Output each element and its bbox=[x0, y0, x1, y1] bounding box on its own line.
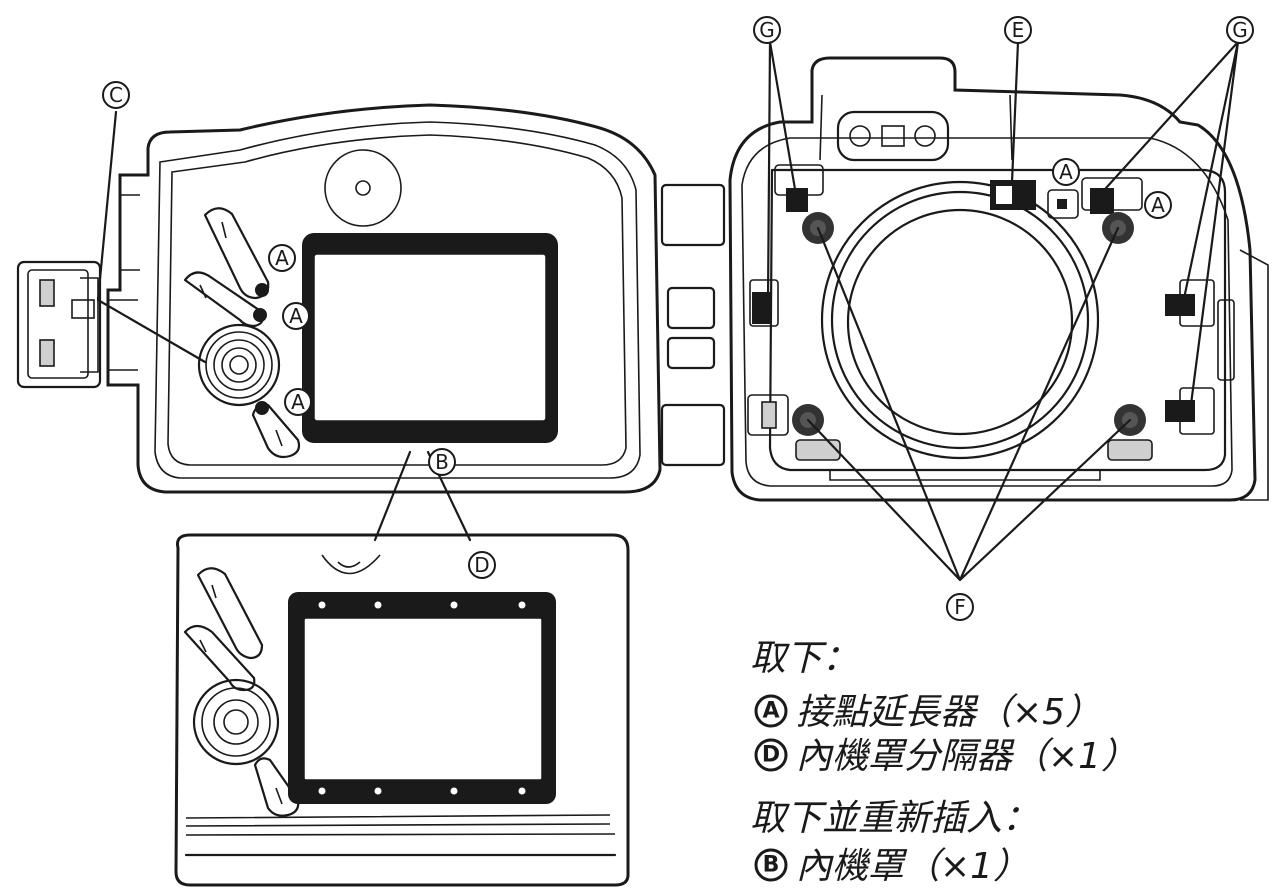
caption-reinsert-heading: 取下並重新插入： bbox=[750, 798, 1038, 839]
svg-text:A: A bbox=[762, 699, 779, 724]
svg-text:G: G bbox=[1232, 18, 1248, 42]
label-a-2: A bbox=[282, 302, 310, 330]
svg-text:A: A bbox=[1151, 193, 1165, 217]
label-d: D bbox=[468, 551, 496, 579]
latch bbox=[16, 260, 102, 389]
label-a-3: A bbox=[284, 388, 312, 416]
caption-item-d: D 內機罩分隔器（×1） bbox=[754, 736, 1137, 777]
label-c: C bbox=[102, 81, 130, 109]
svg-text:B: B bbox=[763, 853, 780, 878]
svg-text:D: D bbox=[474, 553, 489, 577]
svg-text:G: G bbox=[759, 18, 775, 42]
label-b: B bbox=[428, 448, 456, 476]
svg-text:A: A bbox=[291, 390, 305, 414]
caption-remove-heading: 取下： bbox=[750, 638, 858, 679]
door-levers bbox=[183, 207, 301, 459]
svg-text:A: A bbox=[1059, 160, 1073, 184]
label-a-4: A bbox=[1052, 158, 1080, 186]
lens-mount bbox=[820, 180, 1100, 460]
svg-text:C: C bbox=[109, 83, 123, 107]
svg-text:E: E bbox=[1012, 18, 1025, 42]
label-f: F bbox=[946, 593, 974, 621]
door-dial bbox=[197, 323, 281, 407]
svg-text:A: A bbox=[289, 304, 303, 328]
label-a-5: A bbox=[1144, 191, 1172, 219]
svg-text:D: D bbox=[762, 743, 780, 768]
housing-body bbox=[728, 56, 1269, 502]
label-a-1: A bbox=[268, 244, 296, 272]
inset-detail bbox=[174, 450, 630, 887]
label-g-left: G bbox=[753, 16, 781, 44]
svg-text:接點延長器（×5）: 接點延長器（×5） bbox=[796, 692, 1101, 733]
hinge bbox=[660, 183, 726, 467]
svg-text:F: F bbox=[954, 595, 966, 619]
svg-text:B: B bbox=[435, 450, 449, 474]
leader-lines bbox=[96, 40, 1240, 582]
caption: 取下： A 接點延長器（×5） D 內機罩分隔器（×1） 取下並重新插入： B … bbox=[750, 638, 1137, 887]
label-e: E bbox=[1004, 16, 1032, 44]
svg-text:內機罩（×1）: 內機罩（×1） bbox=[796, 846, 1029, 887]
caption-item-a: A 接點延長器（×5） bbox=[754, 692, 1101, 733]
svg-text:內機罩分隔器（×1）: 內機罩分隔器（×1） bbox=[796, 736, 1137, 777]
svg-text:A: A bbox=[275, 246, 289, 270]
label-g-right: G bbox=[1226, 16, 1254, 44]
housing-door bbox=[16, 103, 662, 494]
caption-item-b: B 內機罩（×1） bbox=[754, 846, 1029, 887]
